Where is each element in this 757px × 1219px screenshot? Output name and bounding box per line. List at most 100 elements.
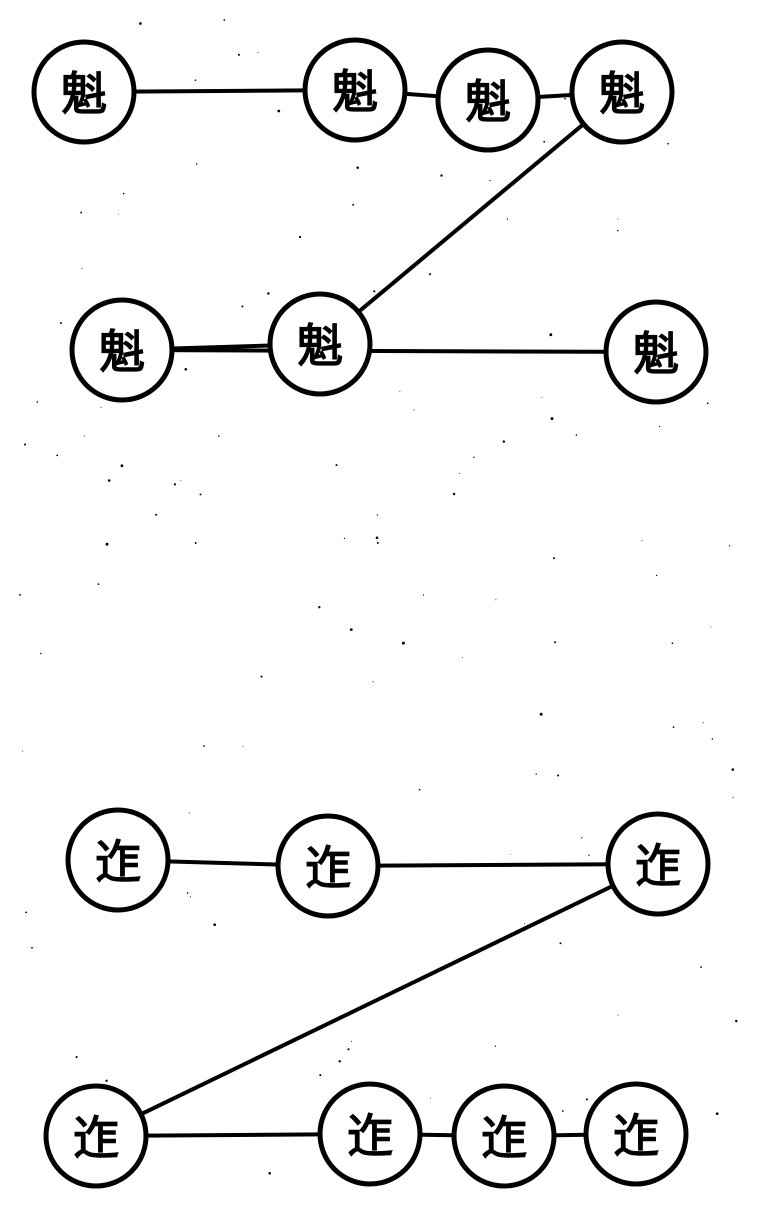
speck [260, 675, 263, 678]
speck [31, 946, 33, 949]
seal-node-ring [267, 291, 373, 397]
seal-node-ring [275, 813, 381, 919]
seal-node-ring [302, 37, 408, 143]
speck [40, 652, 42, 655]
speck [189, 896, 191, 898]
speck [658, 425, 661, 428]
speck [203, 745, 205, 747]
speck [184, 368, 188, 371]
speck [257, 52, 259, 53]
seal-glyph: 迮 [73, 1111, 119, 1165]
seal-node-a5: 魁 [267, 291, 373, 397]
speck [80, 211, 83, 214]
speck [335, 464, 338, 467]
speck [440, 174, 443, 177]
speck [375, 536, 379, 540]
speck [510, 854, 512, 855]
speck [495, 599, 497, 601]
speck [343, 537, 346, 540]
speck [549, 333, 553, 337]
speck [671, 642, 674, 645]
seal-node-ring [31, 39, 137, 145]
speck [59, 322, 62, 324]
seal-glyph: 魁 [332, 65, 378, 119]
speck [139, 22, 142, 25]
upper-nodes: 魁魁魁魁魁魁魁 [31, 37, 709, 405]
seal-glyph: 魁 [633, 327, 679, 381]
seal-node-ring [605, 811, 711, 917]
speck [223, 19, 226, 21]
speck [373, 290, 376, 293]
edge-a4-a5 [318, 90, 624, 346]
speck [711, 738, 714, 740]
speck [506, 218, 509, 220]
upper-seal-diagram: 魁魁魁魁魁魁魁 [31, 37, 709, 405]
speck [81, 267, 83, 269]
speck [155, 513, 158, 516]
seal-glyph: 魁 [465, 75, 511, 129]
speck [428, 273, 432, 276]
speck [539, 712, 543, 716]
speck [585, 1098, 588, 1101]
seal-node-a3: 魁 [435, 47, 541, 153]
speck [728, 545, 731, 547]
seal-node-a4: 魁 [569, 39, 675, 145]
speck [376, 514, 379, 516]
speck [376, 541, 379, 544]
speck [581, 837, 583, 839]
speck [461, 657, 463, 659]
speck [473, 456, 475, 459]
speck [702, 722, 704, 724]
speck [535, 773, 537, 775]
speck [494, 1045, 497, 1047]
edge-b3-b4 [94, 862, 660, 1138]
lower-nodes: 迮迮迮迮迮迮迮 [43, 807, 711, 1189]
edge-a6-a7 [120, 348, 658, 354]
seal-node-ring [583, 1081, 689, 1187]
seal-glyph: 魁 [99, 325, 145, 379]
seal-node-b4: 迮 [43, 1083, 149, 1189]
seal-node-a7: 魁 [603, 299, 709, 405]
speck [237, 53, 240, 56]
speck [422, 594, 425, 596]
speck [199, 493, 202, 496]
speck [550, 417, 554, 421]
speck [350, 1040, 353, 1043]
speck [319, 1074, 322, 1077]
speck [105, 542, 109, 546]
speck [617, 1014, 619, 1016]
speck [83, 435, 85, 437]
speck [564, 97, 566, 100]
speck [194, 79, 197, 81]
speck [188, 812, 190, 814]
speck [554, 641, 557, 644]
speck [557, 774, 560, 777]
speck [180, 479, 182, 481]
edge-b2-b3 [326, 862, 660, 868]
speck [242, 745, 244, 747]
speck [732, 796, 734, 798]
speck [413, 409, 415, 411]
speck [267, 292, 270, 295]
speck [735, 1019, 738, 1023]
speck [710, 626, 712, 628]
speck [401, 641, 405, 645]
speck [667, 142, 670, 145]
speck [543, 140, 546, 143]
speck [36, 401, 39, 403]
seal-glyph: 魁 [61, 67, 107, 121]
speck [120, 464, 124, 468]
speck [75, 1056, 78, 1059]
speck [195, 163, 198, 165]
speck [452, 492, 456, 496]
lower-seal-diagram: 迮迮迮迮迮迮迮 [43, 807, 711, 1189]
speck [617, 218, 619, 220]
speck [731, 768, 735, 771]
seal-node-b5: 迮 [317, 1081, 423, 1187]
seal-node-a6: 魁 [69, 297, 175, 403]
speck [672, 726, 675, 728]
seal-node-b7: 迮 [583, 1081, 689, 1187]
speck [218, 435, 220, 437]
speck [22, 750, 24, 752]
seal-node-ring [69, 297, 175, 403]
